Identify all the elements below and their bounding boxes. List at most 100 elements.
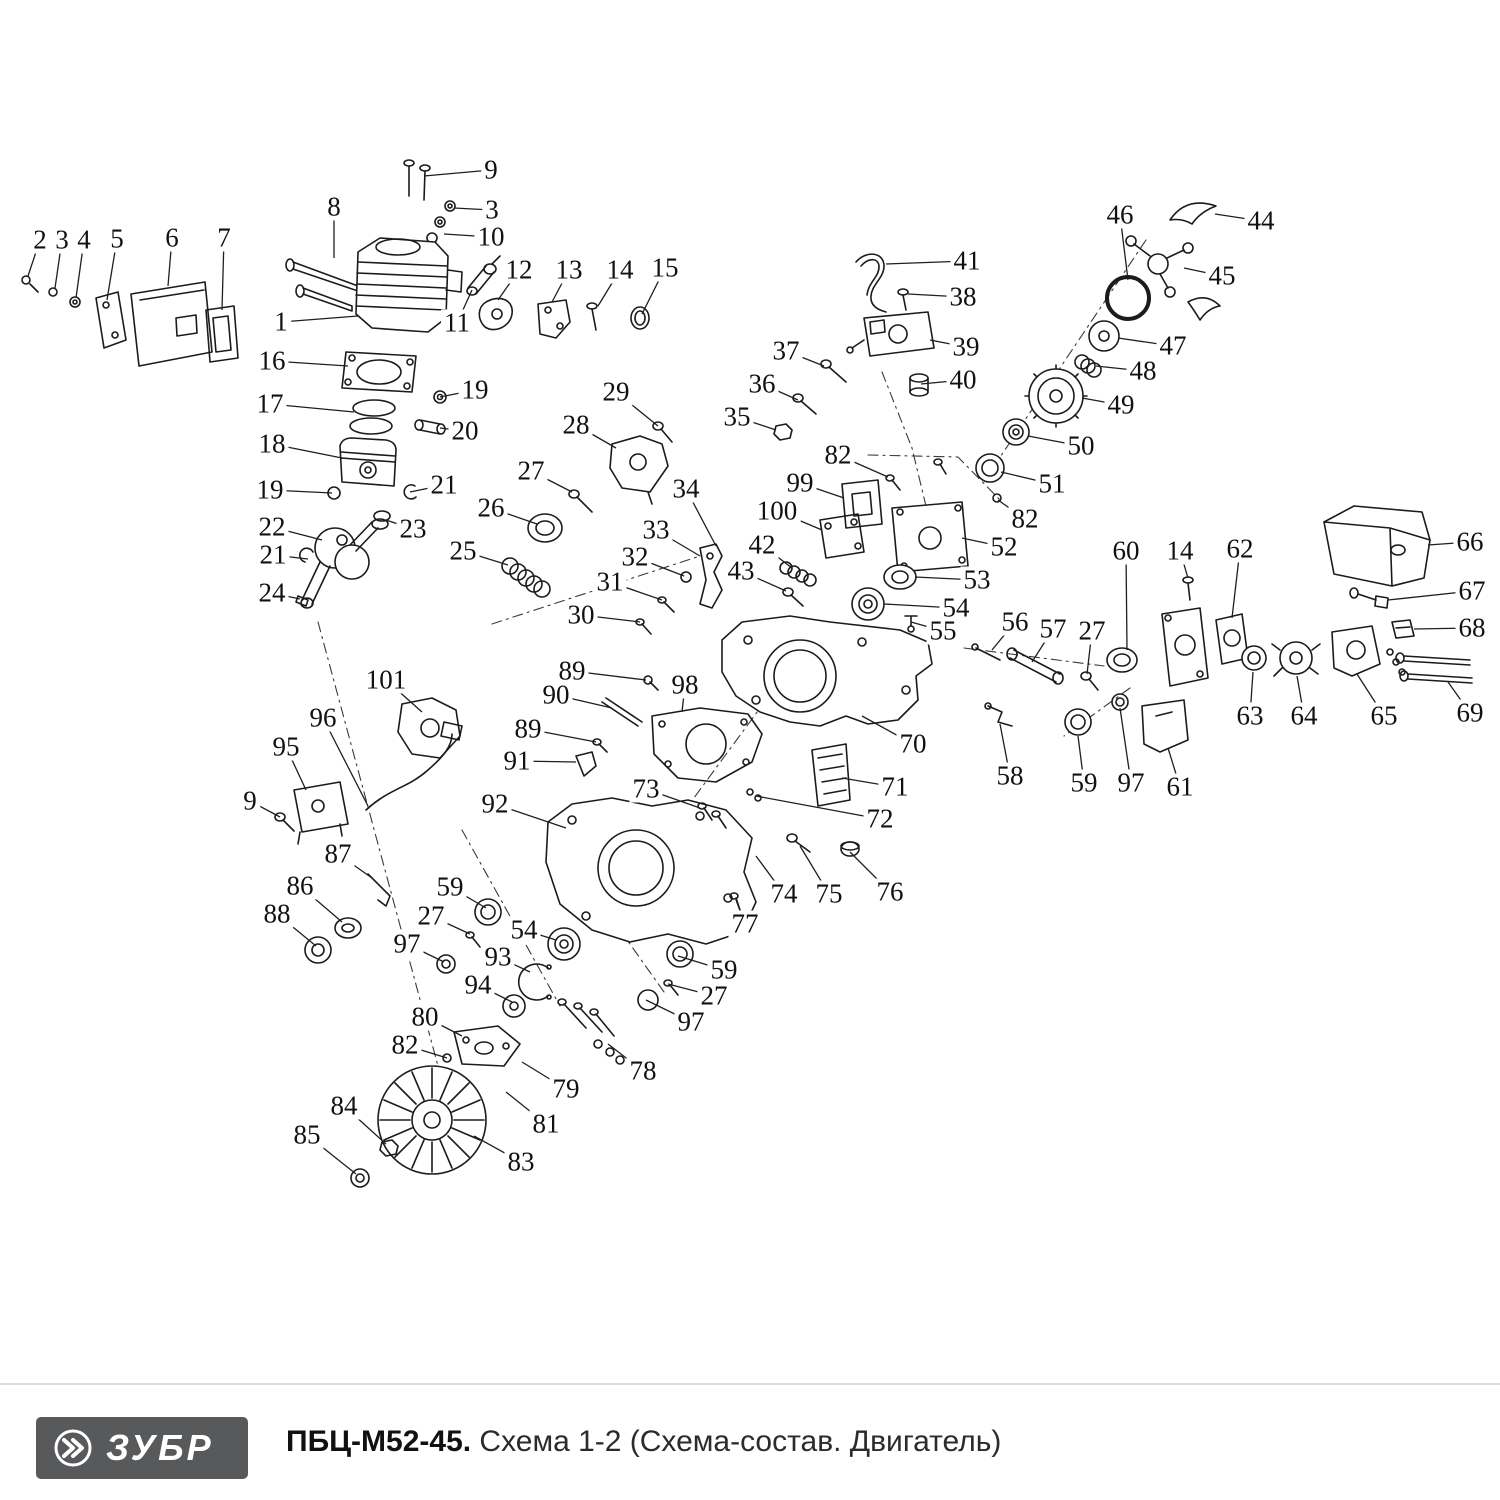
part-number-label: 87 bbox=[321, 840, 355, 868]
ignition-sketch bbox=[274, 697, 463, 964]
part-number-label: 26 bbox=[474, 494, 508, 522]
part-number-label: 68 bbox=[1455, 614, 1489, 642]
part-number-label: 43 bbox=[724, 557, 758, 585]
part-number-label: 21 bbox=[427, 471, 461, 499]
part-number-label: 98 bbox=[668, 671, 702, 699]
part-number-label: 76 bbox=[873, 878, 907, 906]
brand-name: ЗУБР bbox=[106, 1427, 214, 1468]
part-number-label: 62 bbox=[1223, 535, 1257, 563]
part-number-label: 40 bbox=[946, 366, 980, 394]
crankcase-left-sketch bbox=[436, 797, 860, 1018]
part-number-label: 36 bbox=[745, 370, 779, 398]
part-number-label: 44 bbox=[1244, 207, 1278, 235]
part-number-label: 7 bbox=[214, 224, 234, 252]
part-number-label: 89 bbox=[511, 715, 545, 743]
part-number-label: 80 bbox=[408, 1003, 442, 1031]
part-number-label: 59 bbox=[433, 873, 467, 901]
part-number-label: 32 bbox=[618, 543, 652, 571]
part-number-label: 90 bbox=[539, 681, 573, 709]
part-number-label: 97 bbox=[1114, 769, 1148, 797]
footer-divider bbox=[0, 1383, 1500, 1385]
part-number-label: 45 bbox=[1205, 262, 1239, 290]
part-number-label: 20 bbox=[448, 417, 482, 445]
part-number-label: 61 bbox=[1163, 773, 1197, 801]
part-number-label: 16 bbox=[255, 347, 289, 375]
part-number-label: 37 bbox=[769, 337, 803, 365]
part-number-label: 63 bbox=[1233, 702, 1267, 730]
part-number-label: 91 bbox=[500, 747, 534, 775]
crankcase-right-sketch bbox=[721, 615, 933, 807]
part-number-label: 82 bbox=[388, 1031, 422, 1059]
part-number-label: 52 bbox=[987, 533, 1021, 561]
part-number-label: 75 bbox=[812, 880, 846, 908]
part-number-label: 82 bbox=[1008, 505, 1042, 533]
part-number-label: 1 bbox=[271, 308, 291, 336]
part-number-label: 72 bbox=[863, 805, 897, 833]
part-number-label: 101 bbox=[362, 666, 410, 694]
piston-crank-sketch bbox=[295, 390, 593, 609]
part-number-label: 97 bbox=[674, 1008, 708, 1036]
part-number-label: 82 bbox=[821, 441, 855, 469]
part-number-label: 9 bbox=[481, 156, 501, 184]
part-number-label: 11 bbox=[441, 309, 473, 337]
part-number-label: 34 bbox=[669, 475, 703, 503]
part-number-label: 3 bbox=[52, 226, 72, 254]
part-number-label: 31 bbox=[593, 568, 627, 596]
part-number-label: 94 bbox=[461, 971, 495, 999]
part-number-label: 89 bbox=[555, 657, 589, 685]
zubr-logo-icon bbox=[54, 1429, 92, 1467]
part-number-label: 99 bbox=[783, 469, 817, 497]
footer: ЗУБР ПБЦ-М52-45. Схема 1-2 (Схема-состав… bbox=[0, 1383, 1500, 1500]
part-number-label: 4 bbox=[74, 226, 94, 254]
part-number-label: 18 bbox=[255, 430, 289, 458]
part-number-label: 83 bbox=[504, 1148, 538, 1176]
part-number-label: 70 bbox=[896, 730, 930, 758]
part-number-label: 13 bbox=[552, 256, 586, 284]
part-number-label: 53 bbox=[960, 566, 994, 594]
part-number-label: 27 bbox=[697, 982, 731, 1010]
part-number-label: 77 bbox=[728, 910, 762, 938]
zubr-logo-badge: ЗУБР bbox=[36, 1417, 248, 1479]
part-number-label: 78 bbox=[626, 1057, 660, 1085]
part-number-label: 84 bbox=[327, 1092, 361, 1120]
part-number-label: 2 bbox=[30, 226, 50, 254]
part-number-label: 5 bbox=[107, 225, 127, 253]
part-number-label: 17 bbox=[253, 390, 287, 418]
part-number-label: 46 bbox=[1103, 201, 1137, 229]
part-number-label: 9 bbox=[240, 787, 260, 815]
part-number-label: 59 bbox=[707, 956, 741, 984]
part-number-label: 95 bbox=[269, 733, 303, 761]
part-number-label: 96 bbox=[306, 704, 340, 732]
muffler-sketch bbox=[21, 275, 239, 367]
part-number-label: 47 bbox=[1156, 332, 1190, 360]
part-number-label: 12 bbox=[502, 256, 536, 284]
part-number-label: 19 bbox=[458, 376, 492, 404]
cylinder-sketch bbox=[285, 159, 650, 393]
part-number-label: 27 bbox=[1075, 617, 1109, 645]
part-number-label: 23 bbox=[396, 515, 430, 543]
part-number-label: 51 bbox=[1035, 470, 1069, 498]
part-number-label: 79 bbox=[549, 1075, 583, 1103]
part-number-label: 48 bbox=[1126, 357, 1160, 385]
part-number-label: 30 bbox=[564, 601, 598, 629]
part-number-label: 19 bbox=[253, 476, 287, 504]
part-number-label: 15 bbox=[648, 254, 682, 282]
part-number-label: 59 bbox=[1067, 769, 1101, 797]
part-number-label: 33 bbox=[639, 516, 673, 544]
part-number-label: 67 bbox=[1455, 577, 1489, 605]
part-number-label: 69 bbox=[1453, 699, 1487, 727]
part-number-label: 54 bbox=[507, 916, 541, 944]
part-number-label: 14 bbox=[1163, 537, 1197, 565]
part-number-label: 25 bbox=[446, 537, 480, 565]
part-number-label: 88 bbox=[260, 900, 294, 928]
part-number-label: 100 bbox=[753, 497, 801, 525]
part-number-label: 8 bbox=[324, 193, 344, 221]
page-title: ПБЦ-М52-45. Схема 1-2 (Схема-состав. Дви… bbox=[286, 1383, 1001, 1500]
part-number-label: 71 bbox=[878, 773, 912, 801]
oilpump-sketch bbox=[609, 421, 817, 635]
part-number-label: 24 bbox=[255, 579, 289, 607]
part-number-label: 74 bbox=[767, 880, 801, 908]
part-number-label: 27 bbox=[414, 902, 448, 930]
flywheel-sketch bbox=[350, 998, 625, 1188]
